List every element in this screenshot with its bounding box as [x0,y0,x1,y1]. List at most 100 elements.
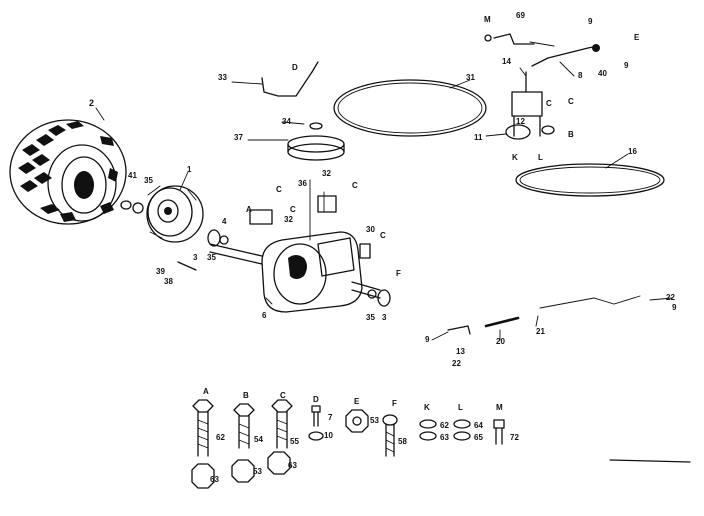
letter-C1: C [276,185,282,194]
callout-32a: 32 [322,169,331,178]
bolt-B [231,403,255,483]
callout-65: 65 [474,433,483,442]
letter-C5: C [568,97,574,106]
callout-12: 12 [516,117,525,126]
callout-3a: 3 [193,253,198,262]
letter-F: F [392,399,397,408]
letter-L: L [458,403,463,412]
callout-31: 31 [466,73,475,82]
callout-35a: 35 [144,176,153,185]
callout-37: 37 [234,133,243,142]
callout-16: 16 [628,147,637,156]
callout-55: 55 [290,437,299,446]
callout-13: 13 [456,347,465,356]
callout-53a: 53 [253,467,262,476]
callout-9d: 9 [672,303,677,312]
callout-14: 14 [502,57,511,66]
leader-lines [95,41,673,341]
letter-D2: D [292,63,298,72]
nut-40 [592,44,600,52]
letter-B: B [243,391,249,400]
callout-9a: 9 [588,17,593,26]
nut-E [345,409,369,433]
pulley-37 [287,122,345,161]
washer-L [453,419,471,441]
letter-E: E [354,397,360,406]
callout-41: 41 [128,171,137,180]
wheel-rim [146,185,204,243]
fitting-M [484,34,492,42]
letter-F2: F [396,269,401,278]
callout-21: 21 [536,327,545,336]
letter-A2: A [246,205,252,214]
callout-63a: 63 [210,475,219,484]
callout-9b: 9 [624,61,629,70]
callout-69: 69 [516,11,525,20]
spring-20 [484,316,520,328]
letter-K: K [424,403,430,412]
callout-33: 33 [218,73,227,82]
callout-36: 36 [298,179,307,188]
letter-C: C [280,391,286,400]
reference-arrow [609,459,691,463]
wheel-nut-41 [120,200,144,214]
callout-34: 34 [282,117,291,126]
clevis-9 [447,325,471,335]
callout-53b: 53 [370,416,379,425]
washer-35 [219,235,229,245]
washer-35b [367,289,377,299]
callout-39: 39 [156,267,165,276]
letter-M2: M [484,15,491,24]
rod-21 [539,295,641,309]
callout-63c: 63 [440,433,449,442]
letter-L2: L [538,153,543,162]
rod-8 [531,45,599,67]
pin-D [308,405,324,441]
callout-7: 7 [328,413,333,422]
bolt-A [191,399,215,489]
callout-58: 58 [398,437,407,446]
callout-20: 20 [496,337,505,346]
callout-11: 11 [474,133,483,142]
callout-22b: 22 [666,293,675,302]
callout-63b: 63 [288,461,297,470]
callout-22a: 22 [452,359,461,368]
letter-K2: K [512,153,518,162]
callout-1: 1 [187,165,192,174]
bushing-3 [207,229,221,247]
belt-31-inner [337,82,483,134]
letter-C6: C [290,205,296,214]
callout-3b: 3 [382,313,387,322]
letter-B2: B [568,130,574,139]
bolt-F [382,414,398,457]
callout-9c: 9 [425,335,430,344]
callout-40: 40 [598,69,607,78]
washer-K [419,419,437,441]
callout-30: 30 [366,225,375,234]
callout-6: 6 [262,311,267,320]
callout-labels: 2 1 41 35 33 31 16 37 34 36 32 32 4 35 3… [89,11,677,484]
bushing-3b [377,289,391,307]
transaxle-housing [209,179,381,313]
callout-8: 8 [578,71,583,80]
callout-4: 4 [222,217,227,226]
callout-10: 10 [324,431,333,440]
letter-E2: E [634,33,640,42]
shift-rod-33 [261,61,319,97]
callout-64: 64 [474,421,483,430]
letter-M: M [496,403,503,412]
callout-72: 72 [510,433,519,442]
letter-C3: C [380,231,386,240]
bolt-C [267,399,293,475]
callout-35b: 35 [207,253,216,262]
callout-62a: 62 [216,433,225,442]
callout-2: 2 [89,98,94,108]
belt-16-inner [519,166,661,194]
callout-38: 38 [164,277,173,286]
letter-C2: C [352,181,358,190]
callout-35c: 35 [366,313,375,322]
belt-31 [333,79,487,137]
callout-62b: 62 [440,421,449,430]
